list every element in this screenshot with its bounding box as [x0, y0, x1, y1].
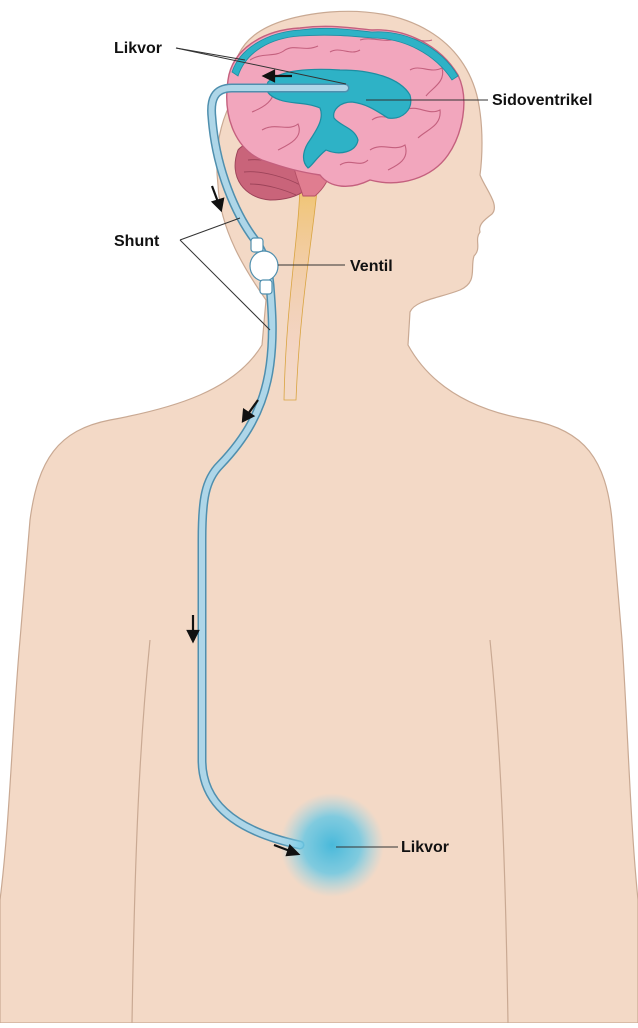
label-ventil: Ventil	[350, 258, 393, 275]
label-likvor-top: Likvor	[114, 40, 162, 57]
abdominal-csf-pool	[280, 793, 384, 897]
label-shunt: Shunt	[114, 233, 160, 250]
label-likvor-bottom: Likvor	[401, 839, 449, 856]
label-sidoventrikel: Sidoventrikel	[492, 92, 592, 109]
